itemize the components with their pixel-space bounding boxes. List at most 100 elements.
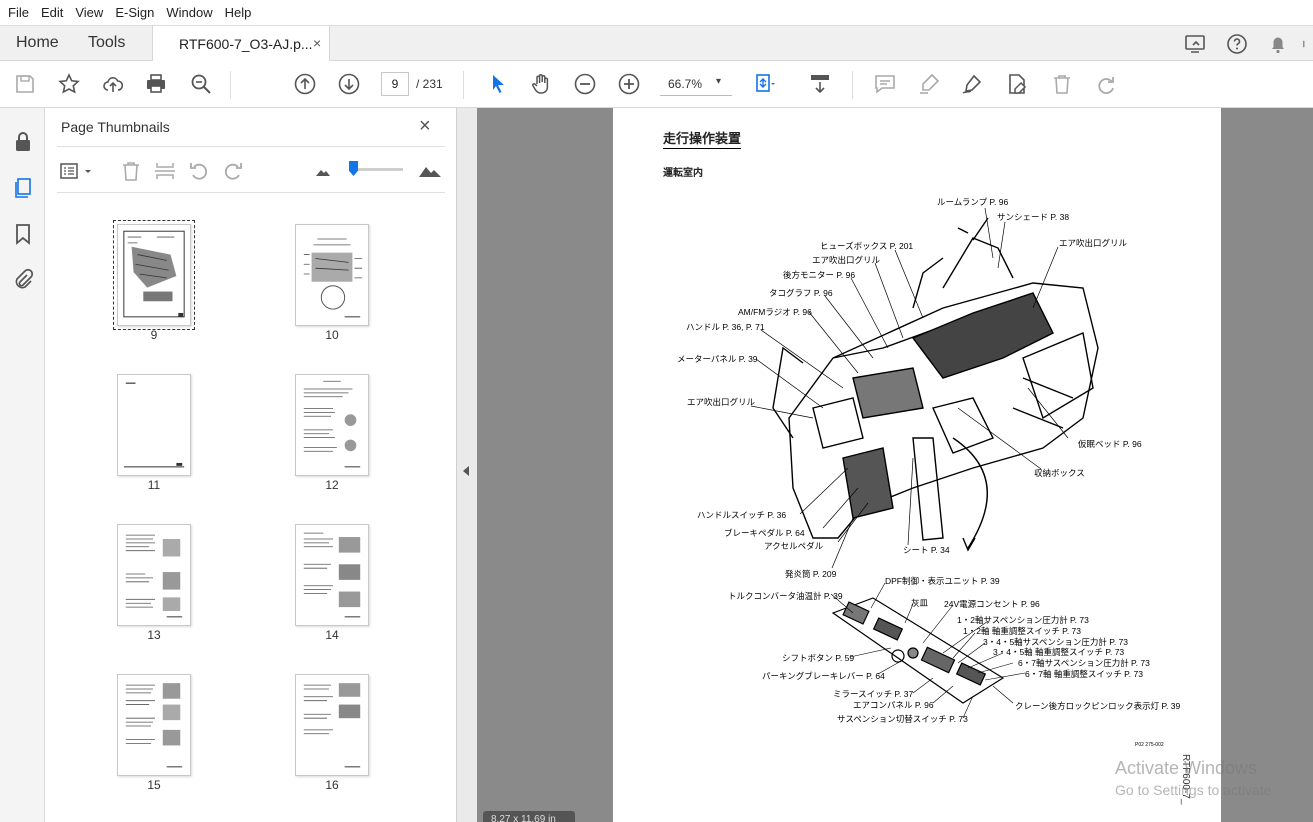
notifications-bell-icon[interactable]	[1266, 32, 1290, 56]
callout-label: 1・2軸サスペンション圧力計 P. 73	[957, 615, 1089, 625]
highlight-pen-icon[interactable]	[917, 72, 941, 96]
redo-icon[interactable]	[1094, 72, 1118, 96]
thumbnail-preview	[123, 230, 185, 318]
page-number-input[interactable]: 9	[381, 72, 409, 96]
callout-label: 灰皿	[911, 598, 929, 608]
next-page-icon[interactable]	[337, 72, 361, 96]
callout-label: シート P. 34	[903, 545, 950, 555]
bookmark-icon[interactable]	[11, 222, 35, 246]
zoom-out-icon[interactable]	[573, 72, 597, 96]
scroll-mode-icon[interactable]	[808, 72, 832, 96]
hand-tool-icon[interactable]	[529, 72, 553, 96]
callout-label: サンシェード P. 38	[997, 212, 1070, 222]
tab-document-title: RTF600-7_O3-AJ.p...	[179, 36, 313, 52]
callout-label: 1・2軸 軸重調整スイッチ P. 73	[963, 626, 1081, 636]
menu-file[interactable]: File	[8, 5, 29, 20]
page-thumbnail[interactable]	[117, 374, 191, 476]
thumbnail-options-icon[interactable]	[59, 159, 91, 183]
select-cursor-icon[interactable]	[486, 72, 510, 96]
callout-label: ハンドルスイッチ P. 36	[697, 510, 787, 520]
tab-close-icon[interactable]: ×	[313, 35, 322, 51]
menu-esign[interactable]: E-Sign	[115, 5, 155, 20]
page-thumbnail[interactable]	[117, 524, 191, 626]
search-zoom-icon[interactable]	[189, 72, 213, 96]
print-icon[interactable]	[144, 72, 168, 96]
page-thumbnails-icon[interactable]	[11, 176, 35, 200]
tab-home[interactable]: Home	[16, 34, 59, 51]
bookmark-star-icon[interactable]	[57, 72, 81, 96]
delete-trash-icon[interactable]	[1050, 72, 1074, 96]
delete-page-icon[interactable]	[119, 159, 143, 183]
callout-label: ブレーキペダル P. 64	[724, 528, 805, 538]
tab-bar: Home Tools RTF600-7_O3-AJ.p... ×	[0, 25, 1313, 62]
collapse-panel-arrow-icon[interactable]	[463, 466, 469, 476]
thumbnail-preview	[125, 683, 183, 768]
menu-bar: File Edit View E-Sign Window Help	[0, 0, 1313, 25]
insert-page-icon[interactable]	[153, 159, 177, 183]
tab-document[interactable]: RTF600-7_O3-AJ.p... ×	[152, 26, 330, 62]
previous-page-icon[interactable]	[293, 72, 317, 96]
small-thumbnail-mountain-icon[interactable]	[311, 159, 335, 183]
comment-icon[interactable]	[873, 72, 897, 96]
thumbnail-page-number: 15	[147, 778, 161, 792]
page-heading: 走行操作装置	[663, 128, 742, 149]
more-options-icon[interactable]	[1302, 32, 1313, 56]
callout-label: ミラースイッチ P. 37	[833, 689, 914, 699]
cloud-upload-icon[interactable]	[101, 72, 125, 96]
menu-view[interactable]: View	[75, 5, 104, 20]
slider-handle[interactable]	[349, 161, 358, 176]
thumbnail-page-number: 11	[147, 478, 161, 492]
panel-divider	[57, 192, 445, 193]
page-thumbnail[interactable]	[117, 674, 191, 776]
save-icon[interactable]	[13, 72, 37, 96]
page-subheading: 運転室内	[663, 168, 703, 179]
thumbnail-size-slider[interactable]	[349, 168, 403, 171]
callout-label: サスペンション切替スイッチ P. 73	[837, 714, 968, 724]
callout-label: エア吹出口グリル	[1059, 238, 1128, 248]
callout-label: 仮眠ベッド P. 96	[1078, 439, 1142, 449]
callout-label: ヒューズボックス P. 201	[820, 241, 914, 251]
panel-splitter[interactable]	[457, 108, 477, 822]
callout-label: 6・7軸サスペンション圧力計 P. 73	[1018, 658, 1150, 668]
help-icon[interactable]	[1225, 32, 1249, 56]
callout-label: エアコンパネル P. 96	[853, 700, 934, 710]
tab-tools[interactable]: Tools	[88, 34, 126, 51]
document-view[interactable]: 走行操作装置 運転室内	[477, 108, 1313, 822]
share-screen-icon[interactable]	[1183, 32, 1207, 56]
toolbar-separator	[230, 71, 231, 99]
menu-edit[interactable]: Edit	[40, 5, 64, 20]
toolbar-separator	[852, 71, 853, 99]
page-thumbnail[interactable]	[295, 374, 369, 476]
left-navigation-rail	[0, 108, 45, 822]
thumbnail-page-number: 12	[325, 478, 339, 492]
zoom-in-icon[interactable]	[617, 72, 641, 96]
callout-label: タコグラフ P. 96	[769, 288, 833, 298]
zoom-level-dropdown[interactable]: 66.7% ▾	[660, 72, 732, 96]
sign-pen-icon[interactable]	[960, 72, 984, 96]
menu-help[interactable]: Help	[224, 5, 252, 20]
activate-windows-subtext: Go to Settings to activate	[1115, 782, 1272, 798]
thumbnail-page-number: 14	[325, 628, 339, 642]
page-thumbnail[interactable]	[113, 220, 195, 330]
thumbnail-preview	[303, 532, 361, 618]
attachment-paperclip-icon[interactable]	[11, 268, 35, 292]
rotate-right-icon[interactable]	[221, 159, 245, 183]
figure-code: P02 275-002	[1135, 742, 1164, 748]
thumbnail-preview	[303, 380, 361, 468]
fit-page-icon[interactable]	[752, 72, 776, 96]
menu-window[interactable]: Window	[166, 5, 213, 20]
panel-divider	[57, 146, 445, 147]
page-thumbnail[interactable]	[295, 674, 369, 776]
cab-interior-diagram	[750, 207, 1099, 719]
page-thumbnail[interactable]	[295, 224, 369, 326]
panel-close-icon[interactable]: ×	[419, 115, 431, 137]
lock-icon[interactable]	[11, 130, 35, 154]
large-thumbnail-mountain-icon[interactable]	[417, 159, 441, 183]
main-toolbar: 9 / 231 66.7% ▾	[0, 61, 1313, 108]
panel-title: Page Thumbnails	[61, 119, 170, 135]
page-thumbnail[interactable]	[295, 524, 369, 626]
callout-label: シフトボタン P. 59	[782, 653, 855, 663]
callout-label: DPF制御・表示ユニット P. 39	[885, 576, 1000, 586]
rotate-left-icon[interactable]	[187, 159, 211, 183]
fill-sign-icon[interactable]	[1005, 72, 1029, 96]
